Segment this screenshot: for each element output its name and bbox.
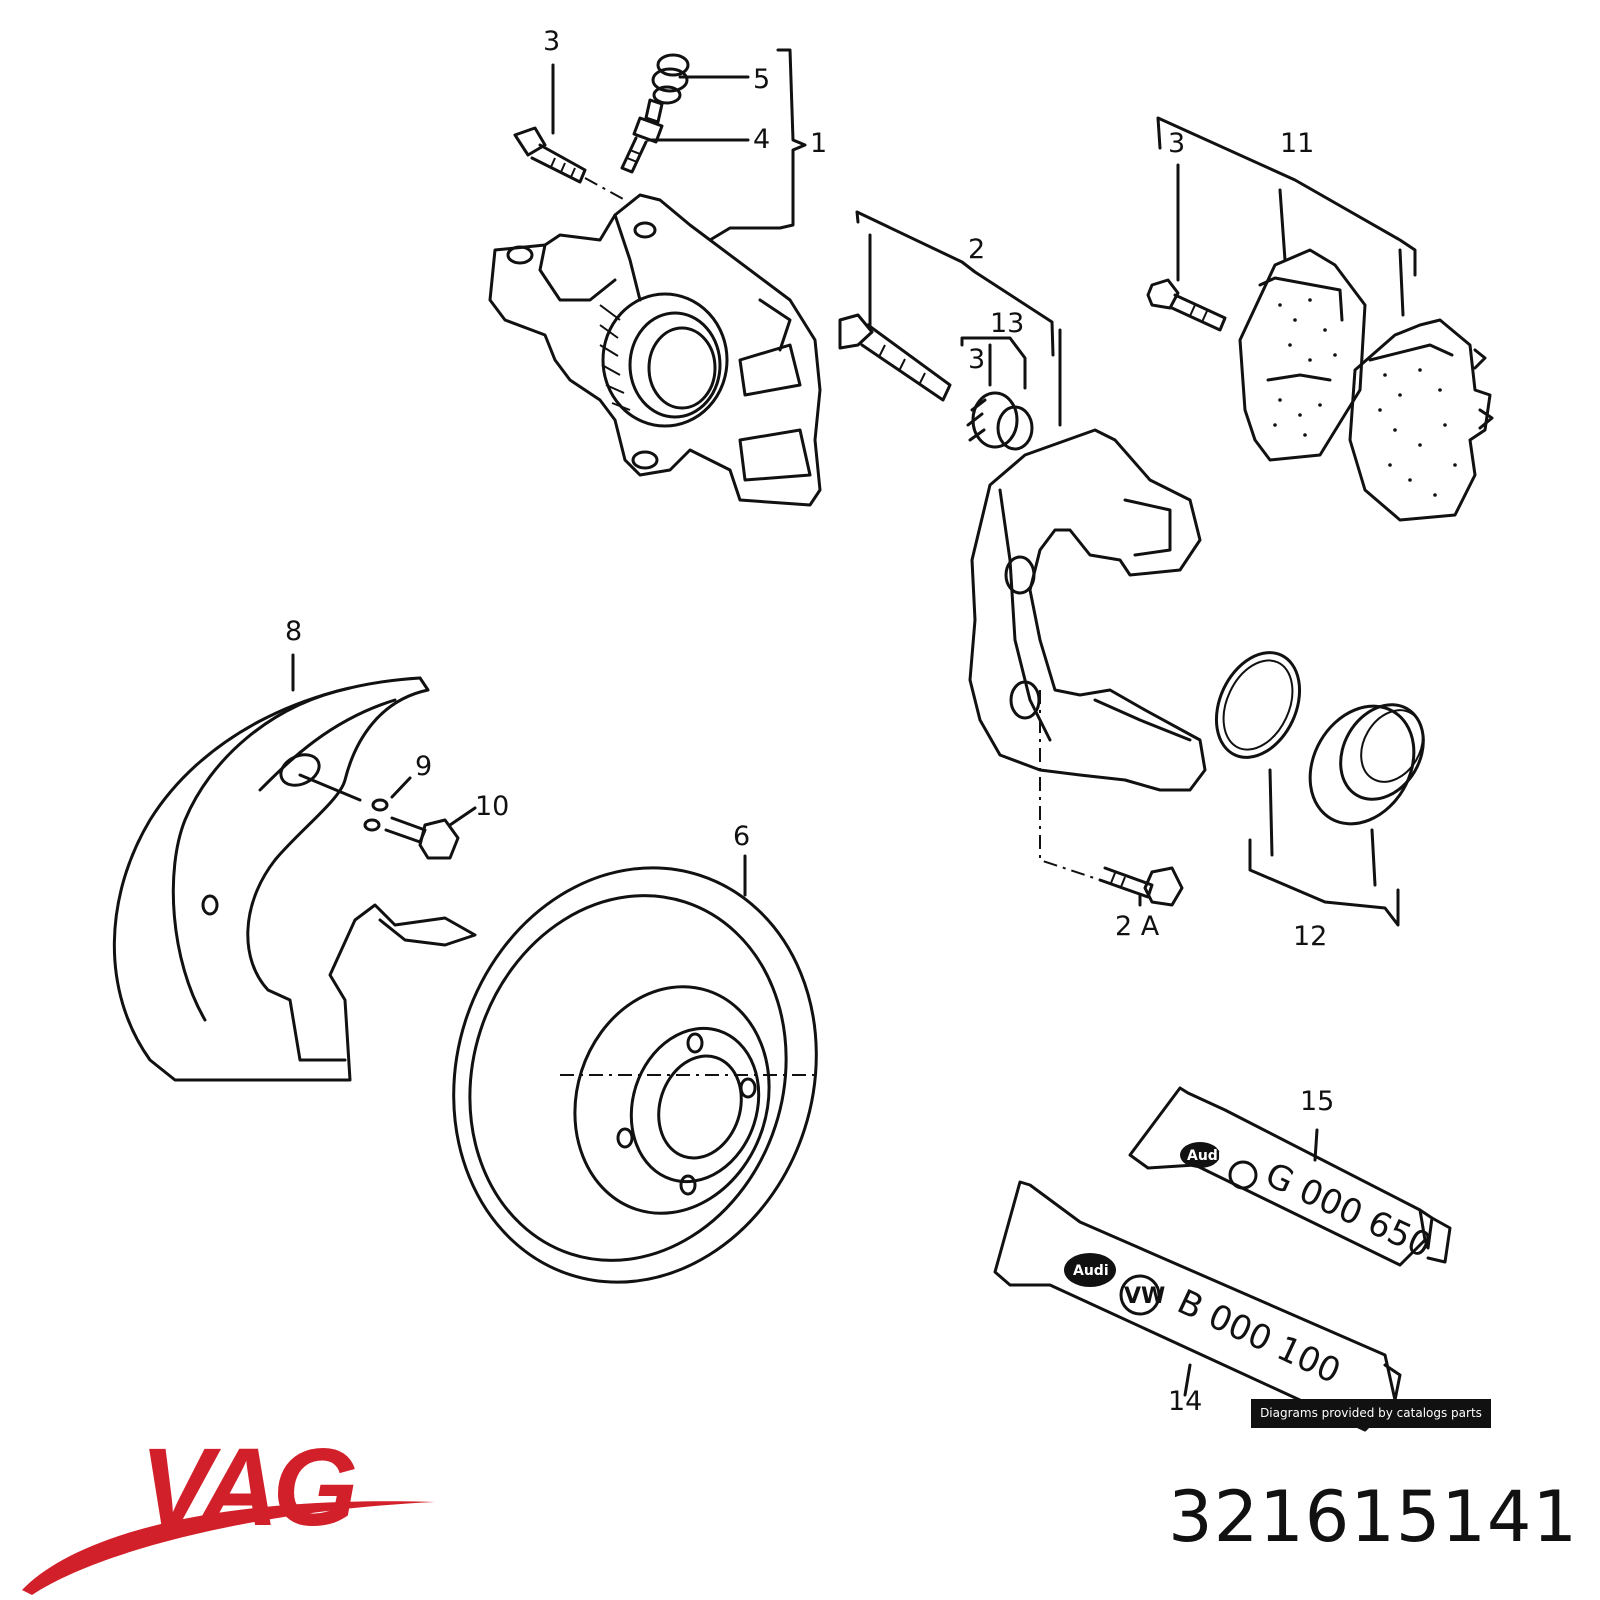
part-number: 321615141	[1168, 1476, 1578, 1558]
callout-13: 13	[990, 308, 1024, 339]
brake-pad-outer	[1348, 318, 1494, 522]
bolt-2A-dash	[1039, 690, 1101, 881]
guide-pin-boot	[966, 391, 1034, 451]
pad-friction-dots	[1273, 298, 1457, 497]
bracket-12	[1248, 838, 1400, 927]
leader-15	[1313, 1128, 1319, 1162]
leader-10	[448, 806, 477, 827]
callout-9: 9	[415, 751, 432, 782]
bracket-11	[1156, 116, 1417, 277]
callout-11: 11	[1280, 128, 1314, 159]
bracket-1	[708, 48, 807, 242]
audi-badge-lower: Audi	[1073, 1263, 1109, 1279]
shield-bolt	[384, 816, 460, 860]
vw-badge-lower: VW	[1124, 1284, 1165, 1309]
callout-8: 8	[285, 616, 302, 647]
brake-disc	[452, 866, 818, 1284]
carrier-bolt	[1098, 866, 1184, 907]
leader-11-b	[1398, 248, 1405, 317]
callout-15: 15	[1300, 1086, 1334, 1117]
vag-logo: VAG	[22, 1430, 435, 1595]
bracket-2	[855, 210, 1055, 357]
bleed-screw-cap	[651, 53, 690, 105]
leader-11-a	[1278, 188, 1287, 262]
pad-bolt	[1146, 278, 1227, 332]
leader-12-a	[1268, 768, 1274, 857]
leader-9	[390, 776, 412, 799]
piston-seal-ring	[1214, 651, 1302, 759]
brake-splash-shield	[112, 676, 477, 1082]
callout-12: 12	[1293, 921, 1327, 952]
brake-pad-inner	[1238, 248, 1367, 462]
brand-name: VAG	[140, 1430, 356, 1549]
callout-3-right: 3	[1168, 128, 1185, 159]
bracket-13	[960, 336, 1027, 390]
caliper-carrier-bracket	[968, 428, 1207, 792]
shield-bolt-line	[298, 773, 362, 802]
diagram-credit-label: Diagrams provided by catalogs parts	[1251, 1399, 1491, 1428]
callout-5: 5	[753, 64, 770, 95]
callout-2: 2	[968, 234, 985, 265]
bleed-screw	[620, 98, 664, 174]
callout-2A: 2 A	[1115, 911, 1160, 942]
piston-dust-boot	[1308, 703, 1425, 826]
brake-caliper-housing	[488, 193, 822, 507]
callout-3-mid: 3	[968, 344, 985, 375]
leader-12-b	[1370, 828, 1377, 887]
spring-washer	[363, 798, 389, 832]
logo-swoosh	[22, 1501, 435, 1595]
callout-1: 1	[810, 128, 827, 159]
guide-pin	[838, 313, 952, 402]
audi-badge-upper: Audi	[1187, 1148, 1223, 1164]
callout-10: 10	[475, 791, 509, 822]
callout-3-top: 3	[543, 26, 560, 57]
caliper-bolt-top	[513, 126, 626, 201]
callout-4: 4	[753, 124, 770, 155]
callout-6: 6	[733, 821, 750, 852]
callout-14: 14	[1168, 1386, 1202, 1417]
leader-14	[1183, 1363, 1192, 1397]
grease-tube-upper: Audi G 000 650	[1128, 1086, 1452, 1267]
